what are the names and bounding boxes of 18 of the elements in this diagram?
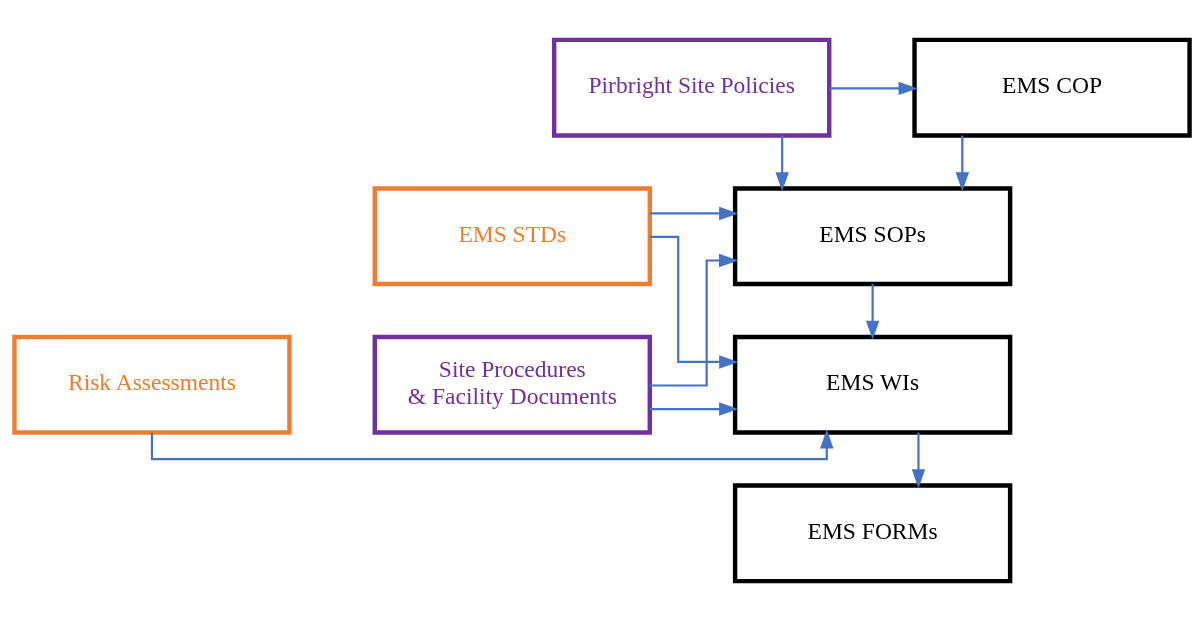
arrow	[150, 429, 834, 461]
node-box: Risk Assessments	[12, 334, 292, 435]
arrow	[865, 284, 880, 340]
node-box: EMS SOPs	[732, 186, 1013, 287]
arrow	[955, 135, 970, 192]
node-box: EMS COP	[912, 37, 1192, 138]
arrow	[775, 135, 789, 192]
node-box: EMS WIs	[732, 334, 1013, 435]
arrow	[650, 235, 739, 369]
node-box: EMS FORMs	[732, 483, 1013, 584]
node-box: EMS STDs	[372, 186, 652, 287]
arrow	[650, 402, 739, 416]
arrow	[829, 81, 918, 96]
arrow	[649, 253, 739, 387]
node-box: Site Procedures & Facility Documents	[372, 334, 652, 435]
node-box: Pirbright Site Policies	[552, 37, 832, 138]
arrow	[911, 432, 926, 489]
arrow	[650, 206, 739, 221]
